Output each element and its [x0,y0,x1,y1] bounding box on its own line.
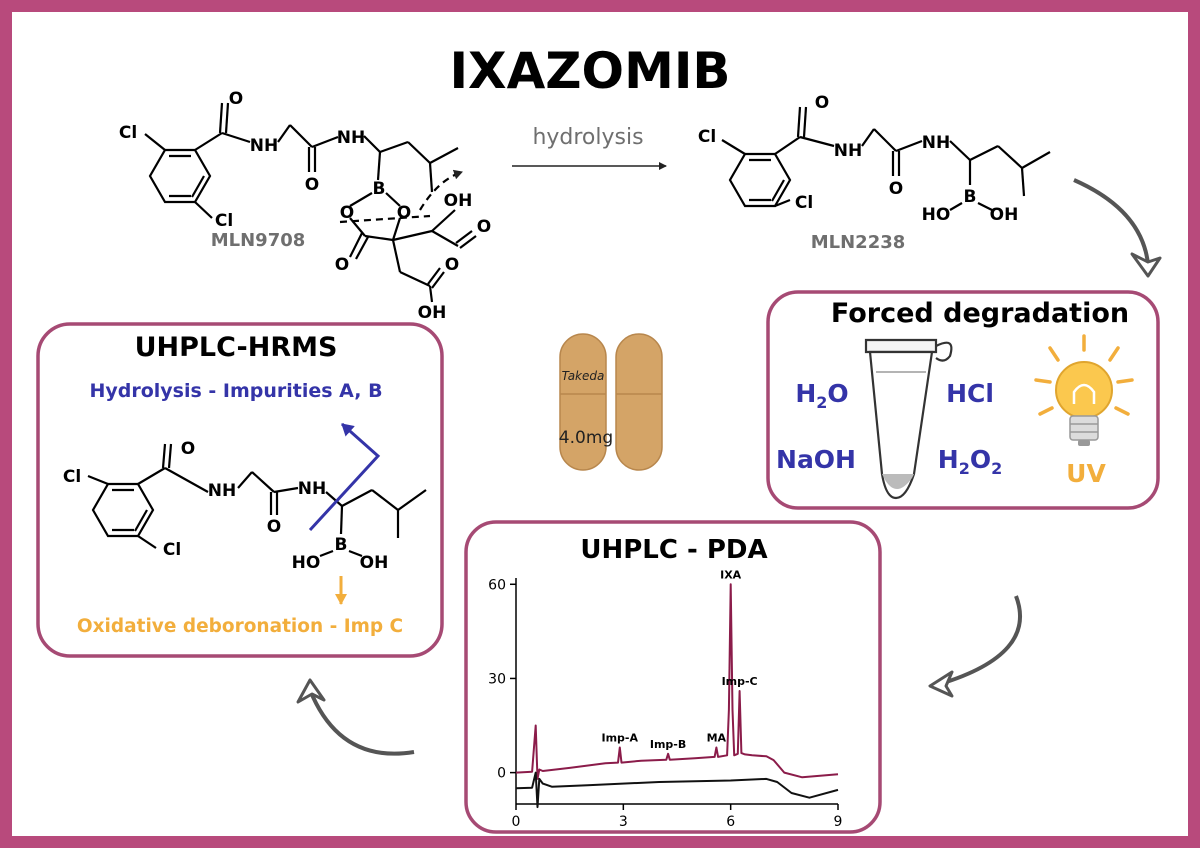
atom-b: B [335,535,348,555]
atom-oh: OH [990,205,1019,225]
peak-label: Imp-A [601,732,638,745]
hrms-structure [87,443,427,558]
atom-cl: Cl [63,467,81,487]
atom-ho: HO [292,553,321,573]
page-title: IXAZOMIB [449,42,730,100]
forced-title: Forced degradation [831,298,1129,329]
reactant-label: MLN9708 [211,230,306,251]
reagent-uv: UV [1066,459,1106,488]
atom-cl: Cl [163,540,181,560]
peak-label: IXA [720,568,742,581]
atom-o: O [335,255,349,275]
capsule-right [615,333,663,471]
atom-o: O [889,179,903,199]
forced-degradation-panel: Forced degradation H2O HCl NaOH H2O2 [766,290,1160,510]
mln2238-structure [721,106,1051,211]
atom-o: O [181,439,195,459]
atom-oh: OH [444,191,473,211]
peak-label: MA [707,732,727,745]
reagent-peroxide: H2O2 [938,445,1002,478]
curved-arrow-to-hrms [308,689,415,756]
hrms-hydrolysis-text: Hydrolysis - Impurities A, B [89,380,382,402]
chromatogram-trace-1 [515,583,839,780]
atom-ho: HO [922,205,951,225]
atom-cl: Cl [119,123,137,143]
arrowhead-forced [1130,252,1162,278]
arrowhead-pda [928,670,954,698]
atom-nh: NH [298,479,326,499]
hrms-atoms: Cl Cl O NH O NH B HO OH [63,439,389,573]
atom-nh: NH [834,141,862,161]
reagent-naoh: NaOH [776,445,856,474]
atom-nh: NH [208,481,236,501]
capsule-brand: Takeda [562,369,605,383]
x-tick-label: 3 [619,814,628,830]
product-label: MLN2238 [811,232,906,253]
curved-arrow-to-forced [1073,178,1150,265]
atom-oh: OH [418,303,447,323]
arrowhead-hrms [296,678,326,704]
pda-panel-border [464,520,882,834]
atom-o: O [305,175,319,195]
atom-b: B [964,187,977,207]
hrms-oxidative-text: Oxidative deboronation - Imp C [77,616,403,637]
atom-cl: Cl [215,211,233,231]
pda-title: UHPLC - PDA [580,535,767,565]
atom-cl: Cl [795,193,813,213]
light-bulb-icon [1034,334,1134,446]
atom-o: O [397,203,411,223]
peak-label: Imp-C [722,675,758,688]
hrms-title: UHPLC-HRMS [135,332,338,363]
x-tick-label: 0 [512,814,521,830]
atom-o: O [477,217,491,237]
y-tick-label: 60 [488,577,506,593]
microcentrifuge-tube-icon [864,338,953,500]
reaction-label: hydrolysis [532,125,643,150]
capsules-image: Takeda 4.0mg [559,333,663,471]
hrms-panel: UHPLC-HRMS Hydrolysis - Impurities A, B [36,322,444,658]
capsule-dose: 4.0mg [559,428,613,448]
atom-o: O [815,93,829,113]
atom-cl: Cl [698,127,716,147]
atom-nh: NH [337,128,365,148]
atom-oh: OH [360,553,389,573]
x-tick-label: 6 [726,814,735,830]
capsule-left [559,333,607,471]
atom-o: O [445,255,459,275]
chromatogram-trace-2 [515,771,839,809]
workflow-arrows [308,178,1150,756]
mln2238-atoms: Cl Cl O NH O NH B HO OH [698,93,1019,225]
atom-o: O [340,203,354,223]
curved-arrow-to-pda [939,595,1022,686]
peak-label: Imp-B [650,738,686,751]
mln9708-atoms: Cl Cl O NH O NH B O O O OH O O OH [119,89,491,323]
reagent-hcl: HCl [946,379,994,408]
y-tick-label: 30 [488,671,506,687]
hrms-panel-border [36,322,444,658]
atom-nh: NH [250,136,278,156]
x-tick-label: 9 [834,814,843,830]
atom-b: B [373,179,386,199]
mln9708-structure [144,102,477,303]
hydrolysis-cleavage-arrow [308,422,381,532]
atom-o: O [267,517,281,537]
workflow-arrowheads [296,252,1162,704]
y-tick-label: 0 [497,766,506,782]
atom-nh: NH [922,133,950,153]
atom-o: O [229,89,243,109]
reagent-water: H2O [795,379,848,412]
